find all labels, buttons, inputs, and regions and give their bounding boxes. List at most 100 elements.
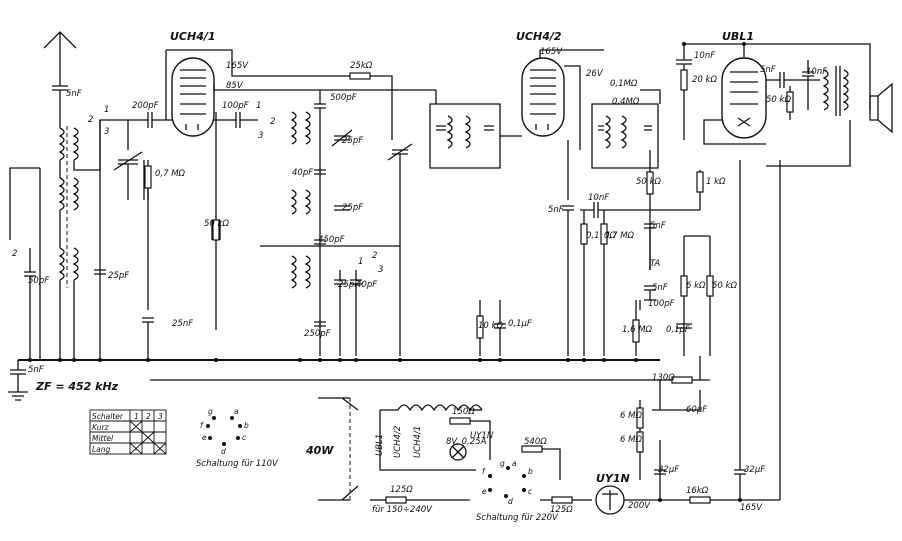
label-c-5nf-a: 5nF <box>650 221 666 231</box>
label-sw-3c: 3 <box>378 265 383 275</box>
label-c-100pf-b: 5nF <box>548 205 564 215</box>
label-r-20k: 20 kΩ <box>692 75 717 85</box>
tube-ubl1: UBL1 5nF 50 kΩ 10nF <box>684 30 893 167</box>
label-c-100pf: 100pF <box>222 101 249 111</box>
label-r-125b: 125Ω <box>550 505 573 515</box>
label-r-10k: 10 kΩ <box>478 321 503 331</box>
label-c-10nf-c: 0,1µF <box>666 325 690 335</box>
label-sw110-a: a <box>234 407 239 416</box>
label-r-25k: 25kΩ <box>350 61 373 71</box>
label-r-04m: 0,4MΩ <box>612 97 640 107</box>
label-sw-1b: 1 <box>256 101 261 111</box>
label-r-16m: 1,6 MΩ <box>622 325 653 335</box>
label-v-165-2: 165V <box>540 47 563 57</box>
label-lamp: 8V, 0,25A <box>446 437 487 447</box>
label-sw110-d: d <box>221 447 226 456</box>
label-c-5nf-c: 10nF <box>806 67 827 77</box>
label-c-32uf-b: 32µF <box>744 465 765 475</box>
label-sw-2b: 2 <box>270 117 275 127</box>
label-c-50pf: 50pF <box>28 276 49 286</box>
label-sw-2c: 2 <box>372 251 377 261</box>
label-r-07m: 0,7 MΩ <box>155 169 186 179</box>
label-r-50k-2: 50 kΩ <box>636 177 661 187</box>
label-c-32uf-a: 32µF <box>658 465 679 475</box>
label-heater-ubl1: UBL1 <box>375 434 385 456</box>
label-r-50k-1: 50 kΩ <box>204 219 229 229</box>
label-sw-e: e <box>482 487 487 496</box>
label-sw110-f: f <box>200 421 204 430</box>
label-c-250pf: 250pF <box>304 329 331 339</box>
label-sw-f: f <box>482 467 486 476</box>
label-c-500pf: 500pF <box>330 93 357 103</box>
switch-table-header-3: 3 <box>158 412 163 421</box>
label-v-165-1: 165V <box>226 61 249 71</box>
label-r-6m-a: 6 MΩ <box>620 411 642 421</box>
label-r-16k: 16kΩ <box>686 486 709 496</box>
label-sw-2: 2 <box>88 115 93 125</box>
label-schaltung-220: Schaltung für 220V <box>476 513 559 523</box>
tube-uch4-2: UCH4/2 165V 26V 5nF 10nF 0,1 MΩ 0,7 MΩ 1… <box>476 30 700 356</box>
label-c-01uf-b: 5nF <box>760 65 776 75</box>
label-power: 40W <box>305 444 334 457</box>
label-c-40pf-b: 40pF <box>356 280 377 290</box>
label-tube-uch4-1: UCH4/1 <box>170 30 216 43</box>
oscillator-section: 500pF 25pF 25pF 40pF 450pF 25pF 40pF 250… <box>260 90 413 356</box>
label-uy1n-small: UY1N <box>470 431 494 441</box>
switch-table: Schalter 1 2 3 Kurz Mittel Lang <box>89 409 167 455</box>
label-c-40pf: 40pF <box>292 168 313 178</box>
label-c-10nf: 10nF <box>588 193 609 203</box>
label-r-540: 540Ω <box>524 437 547 447</box>
label-sw110-e: e <box>202 433 207 442</box>
label-r-1k: 1 kΩ <box>706 177 726 187</box>
label-c-ant: 5nF <box>66 89 82 99</box>
tube-uch4-1: UCH4/1 165V 85V 100pF 50 kΩ 25kΩ 1 3 2 <box>165 30 436 330</box>
switch-table-header-1: 1 <box>134 412 139 421</box>
antenna-input: 5nF 50pF 2 5nF ZF = 452 kHz 25pF 2 1 3 <box>8 31 130 401</box>
label-sw-3b: 3 <box>258 131 263 141</box>
label-r-150: 150Ω <box>452 407 475 417</box>
label-c-25pf-c: 25pF <box>338 280 359 290</box>
label-c-450pf: 450pF <box>318 235 345 245</box>
input-tuning: 200pF 0,7 MΩ 25nF <box>113 101 193 360</box>
label-zf: ZF = 452 kHz <box>35 380 119 393</box>
label-v-26: 26V <box>586 69 604 79</box>
label-v-200: 200V <box>628 501 651 511</box>
label-c-5nf-gnd: 5nF <box>28 365 44 375</box>
label-v-165-3: 165V <box>740 503 763 513</box>
label-sw-1: 1 <box>104 105 109 115</box>
label-r-6k: 6 kΩ <box>686 281 706 291</box>
label-r-130: 130Ω <box>652 373 675 383</box>
label-r-6m-b: 6 MΩ <box>620 435 642 445</box>
junction-dots <box>146 42 746 502</box>
label-c-25nf: 25nF <box>172 319 193 329</box>
label-r-01m-vol: 0,1MΩ <box>610 79 638 89</box>
label-r-50k-3: 50 kΩ <box>712 281 737 291</box>
label-sw110-c: c <box>242 433 247 442</box>
label-sw-a: a <box>512 459 517 468</box>
label-sw110-g: g <box>208 407 213 416</box>
label-sw110-b: b <box>244 421 249 430</box>
label-sw-2a: 2 <box>12 249 17 259</box>
label-sw-1c: 1 <box>358 257 363 267</box>
label-sw-b: b <box>528 467 533 476</box>
label-heater-uch41: UCH4/1 <box>413 426 423 458</box>
label-c-5nf-b: 5nF <box>652 283 668 293</box>
switch-table-header-2: 2 <box>146 412 151 421</box>
label-c-200pf: 200pF <box>132 101 159 111</box>
label-c-10nf-b: 10nF <box>694 51 715 61</box>
label-tube-uch4-2: UCH4/2 <box>516 30 562 43</box>
label-c-25pf-a: 25pF <box>342 136 363 146</box>
label-schaltung-110: Schaltung für 110V <box>196 459 279 469</box>
label-r-07m-b: 0,7 MΩ <box>604 231 635 241</box>
label-r-125a: 125Ω <box>390 485 413 495</box>
label-fuer-150-240: für 150÷240V <box>372 505 433 515</box>
label-c-25pf-b: 25pF <box>342 203 363 213</box>
label-heater-uch42: UCH4/2 <box>393 426 403 458</box>
switch-110v: g a f b e c d Schaltung für 110V <box>196 407 279 469</box>
switch-table-row-mittel: Mittel <box>92 434 114 443</box>
label-sw-3: 3 <box>104 127 109 137</box>
label-c-25pf-in: 25pF <box>108 271 129 281</box>
label-sw-g: g <box>500 459 505 468</box>
label-sw-c: c <box>528 487 533 496</box>
